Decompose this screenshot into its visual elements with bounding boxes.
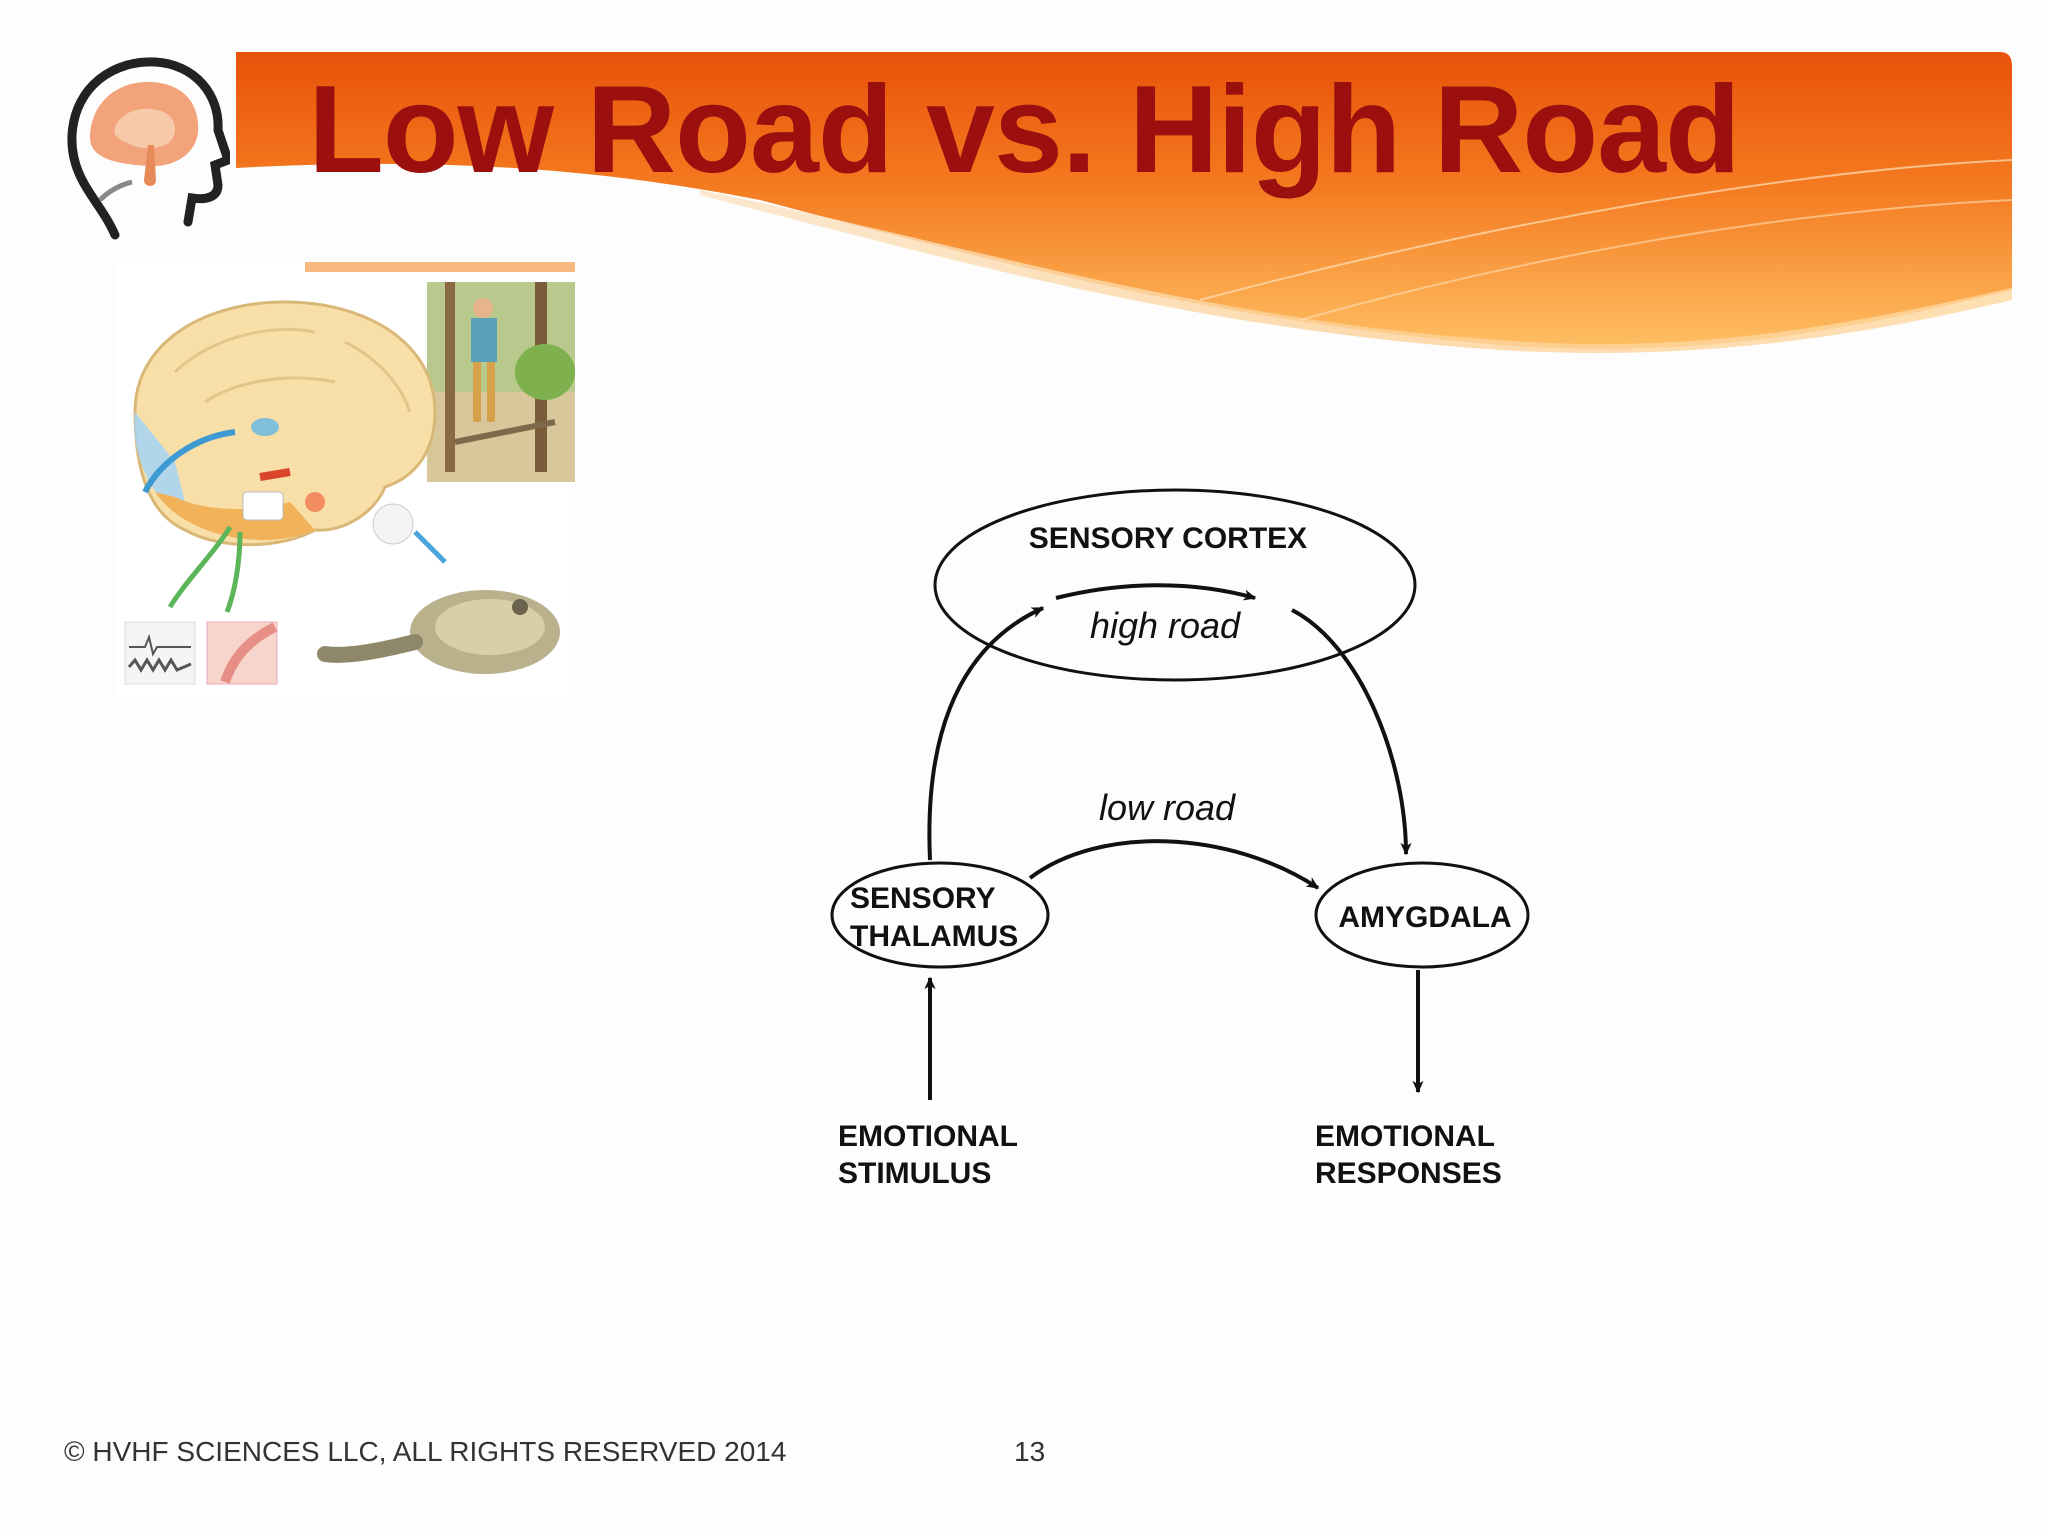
sensory-thalamus-label-line1: SENSORY <box>850 882 996 915</box>
arrow-within-cortex <box>1055 583 1257 601</box>
sensory-thalamus-label-line2: THALAMUS <box>850 920 1018 953</box>
snake-illustration <box>317 590 560 674</box>
brain-fear-response-illustration <box>115 262 575 702</box>
emotional-responses-label-line2: RESPONSES <box>1315 1157 1502 1190</box>
sensory-thalamus-node <box>830 861 1050 969</box>
header-banner <box>236 52 2013 353</box>
emotion-pathway-diagram: SENSORY CORTEX SENSORY THALAMUS AMYGDALA… <box>830 488 1530 1190</box>
footer-copyright: © HVHF SCIENCES LLC, ALL RIGHTS RESERVED… <box>64 1436 787 1467</box>
head-logo-icon <box>67 57 230 240</box>
slide-title: Low Road vs. High Road <box>308 61 1741 199</box>
low-road-label: low road <box>1099 787 1236 828</box>
arrow-thalamus-to-cortex <box>927 606 1045 861</box>
brain-illustration <box>133 300 447 613</box>
arrow-low-road-thalamus-to-amygdala <box>1028 839 1320 890</box>
sensory-cortex-label: SENSORY CORTEX <box>1029 522 1307 555</box>
amygdala-label: AMYGDALA <box>1338 901 1511 934</box>
arrow-cortex-to-amygdala <box>1291 608 1412 856</box>
sensory-cortex-node <box>933 488 1417 682</box>
emotional-stimulus-label-line1: EMOTIONAL <box>838 1120 1018 1153</box>
high-road-label: high road <box>1090 605 1241 646</box>
emotional-responses-label-line1: EMOTIONAL <box>1315 1120 1495 1153</box>
page-number: 13 <box>1014 1436 1046 1467</box>
amygdala-node <box>1314 861 1530 969</box>
hiker-illustration <box>427 282 575 482</box>
emotional-stimulus-label-line2: STIMULUS <box>838 1157 991 1190</box>
